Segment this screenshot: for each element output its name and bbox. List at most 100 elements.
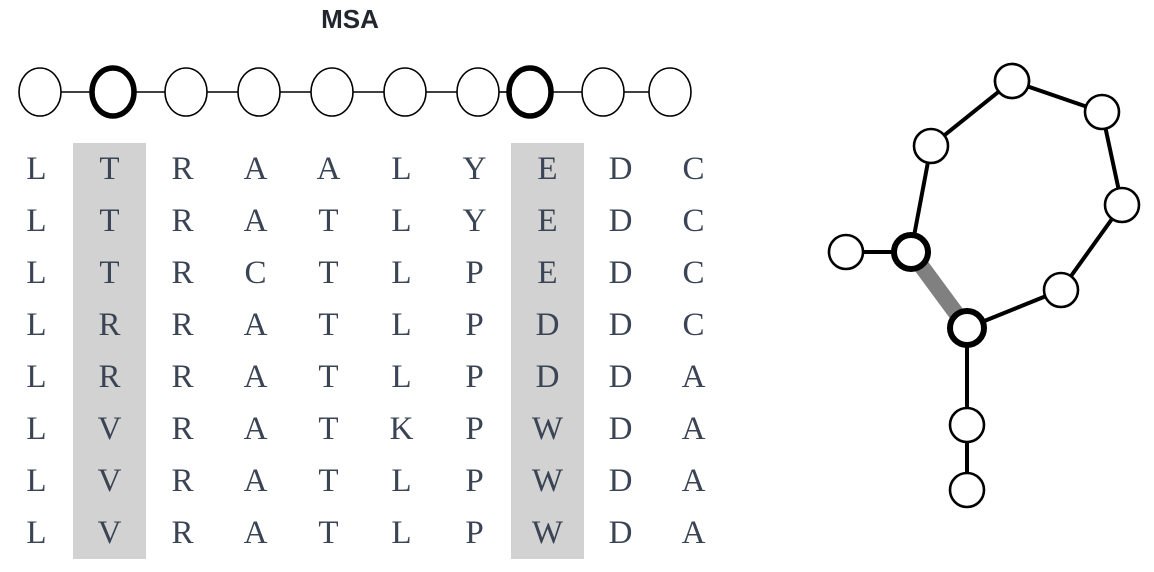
graph-node-highlighted[interactable] xyxy=(891,232,931,272)
alignment-residue: D xyxy=(608,307,633,343)
msa-chain-diagram xyxy=(18,65,692,119)
alignment-residue-highlighted: W xyxy=(531,515,564,551)
alignment-residue: A xyxy=(243,307,268,343)
alignment-residue: Y xyxy=(462,151,487,187)
alignment-residue-highlighted: V xyxy=(97,463,122,499)
alignment-residue: A xyxy=(316,151,341,187)
alignment-residue-highlighted: T xyxy=(99,203,120,239)
alignment-residue: T xyxy=(318,411,339,447)
alignment-residue-highlighted: T xyxy=(99,255,120,291)
alignment-residue: L xyxy=(26,151,47,187)
alignment-residue: D xyxy=(608,203,633,239)
alignment-residue: L xyxy=(391,255,412,291)
alignment-residue: P xyxy=(465,463,484,499)
alignment-residue-highlighted: W xyxy=(531,463,564,499)
alignment-residue: L xyxy=(26,307,47,343)
alignment-residue: A xyxy=(243,411,268,447)
graph-node-highlighted[interactable] xyxy=(947,308,987,348)
graph-node[interactable] xyxy=(948,471,986,509)
alignment-residue: P xyxy=(465,411,484,447)
alignment-residue: P xyxy=(465,359,484,395)
alignment-residue: L xyxy=(391,203,412,239)
alignment-residue: L xyxy=(26,463,47,499)
alignment-residue: T xyxy=(318,255,339,291)
msa-chain-node[interactable] xyxy=(310,67,354,117)
alignment-residue: P xyxy=(465,255,484,291)
alignment-residue: D xyxy=(608,359,633,395)
alignment-residue: L xyxy=(26,411,47,447)
msa-chain-node[interactable] xyxy=(581,67,625,117)
alignment-residue: D xyxy=(608,515,633,551)
msa-chain-node[interactable] xyxy=(456,67,500,117)
graph-node[interactable] xyxy=(948,406,986,444)
alignment-residue-highlighted: W xyxy=(531,411,564,447)
alignment-residue-highlighted: D xyxy=(535,359,560,395)
alignment-residue-highlighted: R xyxy=(98,307,121,343)
alignment-residue: D xyxy=(608,411,633,447)
alignment-residue: L xyxy=(391,463,412,499)
alignment-residue: P xyxy=(465,307,484,343)
alignment-residue: R xyxy=(171,463,194,499)
alignment-residue: T xyxy=(318,307,339,343)
graph-node[interactable] xyxy=(993,62,1031,100)
alignment-residue: T xyxy=(318,515,339,551)
alignment-residue: R xyxy=(171,359,194,395)
alignment-residue-highlighted: E xyxy=(537,203,558,239)
alignment-residue-highlighted: E xyxy=(537,151,558,187)
msa-chain-node-highlighted[interactable] xyxy=(506,65,554,119)
alignment-residue: A xyxy=(243,151,268,187)
alignment-residue: R xyxy=(171,203,194,239)
alignment-residue: D xyxy=(608,255,633,291)
alignment-residue-highlighted: D xyxy=(535,307,560,343)
alignment-residue: L xyxy=(26,359,47,395)
msa-chain-node[interactable] xyxy=(164,67,208,117)
alignment-residue: L xyxy=(391,151,412,187)
alignment-residue: K xyxy=(389,411,414,447)
graph-node[interactable] xyxy=(827,233,865,271)
alignment-residue: L xyxy=(26,255,47,291)
alignment-residue: A xyxy=(681,411,706,447)
alignment-residue: L xyxy=(391,359,412,395)
alignment-residue: T xyxy=(318,463,339,499)
alignment-residue: C xyxy=(682,203,705,239)
msa-chain-node[interactable] xyxy=(648,67,692,117)
alignment-residue: R xyxy=(171,411,194,447)
alignment-residue-highlighted: E xyxy=(537,255,558,291)
alignment-residue-highlighted: V xyxy=(97,411,122,447)
alignment-residue: R xyxy=(171,515,194,551)
alignment-residue: A xyxy=(243,463,268,499)
alignment-residue: C xyxy=(682,255,705,291)
graph-node[interactable] xyxy=(912,127,950,165)
graph-node[interactable] xyxy=(1042,271,1080,309)
alignment-residue: R xyxy=(171,255,194,291)
msa-chain-node[interactable] xyxy=(237,67,281,117)
msa-chain-node[interactable] xyxy=(383,67,427,117)
alignment-residue: R xyxy=(171,151,194,187)
alignment-residue-highlighted: T xyxy=(99,151,120,187)
alignment-residue: C xyxy=(682,151,705,187)
alignment-residue-highlighted: V xyxy=(97,515,122,551)
alignment-residue: A xyxy=(681,515,706,551)
alignment-residue: P xyxy=(465,515,484,551)
alignment-residue: R xyxy=(171,307,194,343)
alignment-residue: L xyxy=(391,307,412,343)
msa-chain-node[interactable] xyxy=(18,67,62,117)
alignment-residue: A xyxy=(243,515,268,551)
alignment-column-highlight xyxy=(73,143,146,559)
alignment-residue: A xyxy=(681,463,706,499)
graph-node[interactable] xyxy=(1103,186,1141,224)
alignment-residue: T xyxy=(318,359,339,395)
alignment-residue: A xyxy=(681,359,706,395)
msa-chain-node-highlighted[interactable] xyxy=(89,65,137,119)
alignment-residue: A xyxy=(243,359,268,395)
alignment-residue: A xyxy=(243,203,268,239)
graph-node[interactable] xyxy=(1083,93,1121,131)
